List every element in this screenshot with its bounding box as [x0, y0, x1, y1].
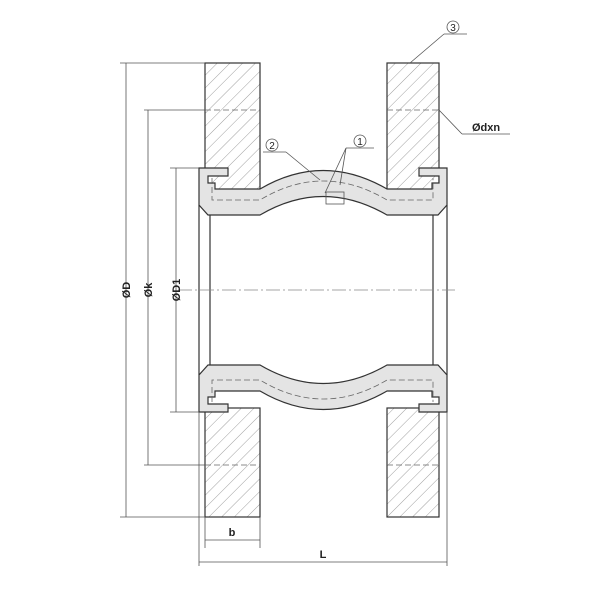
callout-rubber-circle — [265, 138, 279, 152]
callout-frame-number: 1 — [357, 137, 363, 148]
dim-l-label: L — [320, 549, 327, 561]
callout-rubber-number: 2 — [269, 141, 275, 152]
left-flange-bottom — [204, 407, 261, 518]
rubber-body-bottom — [198, 364, 448, 413]
callout-flange-circle — [446, 20, 460, 34]
right-flange-bottom — [386, 407, 440, 518]
callout-rubber-leader — [285, 151, 321, 181]
dim-b-label: b — [229, 527, 236, 539]
callout-flange-number: 3 — [450, 23, 456, 34]
dim-od-label: ØD — [121, 282, 133, 299]
rubber-body-top-frame — [211, 178, 434, 201]
rubber-body-top — [198, 167, 448, 216]
rubber-body-bottom-frame — [211, 379, 434, 402]
callout-frame-leader — [339, 147, 347, 186]
bolt-hole-label: Ødxn — [472, 122, 500, 134]
callout-frame-circle — [353, 134, 367, 148]
callout-flange-leader — [409, 33, 445, 64]
callout-frame-box-top — [324, 147, 347, 194]
callout-frame-box — [325, 191, 345, 205]
dim-k-label: Øk — [143, 282, 155, 298]
dim-d1-label: ØD1 — [171, 279, 183, 302]
bolt-hole-leader — [438, 109, 463, 135]
